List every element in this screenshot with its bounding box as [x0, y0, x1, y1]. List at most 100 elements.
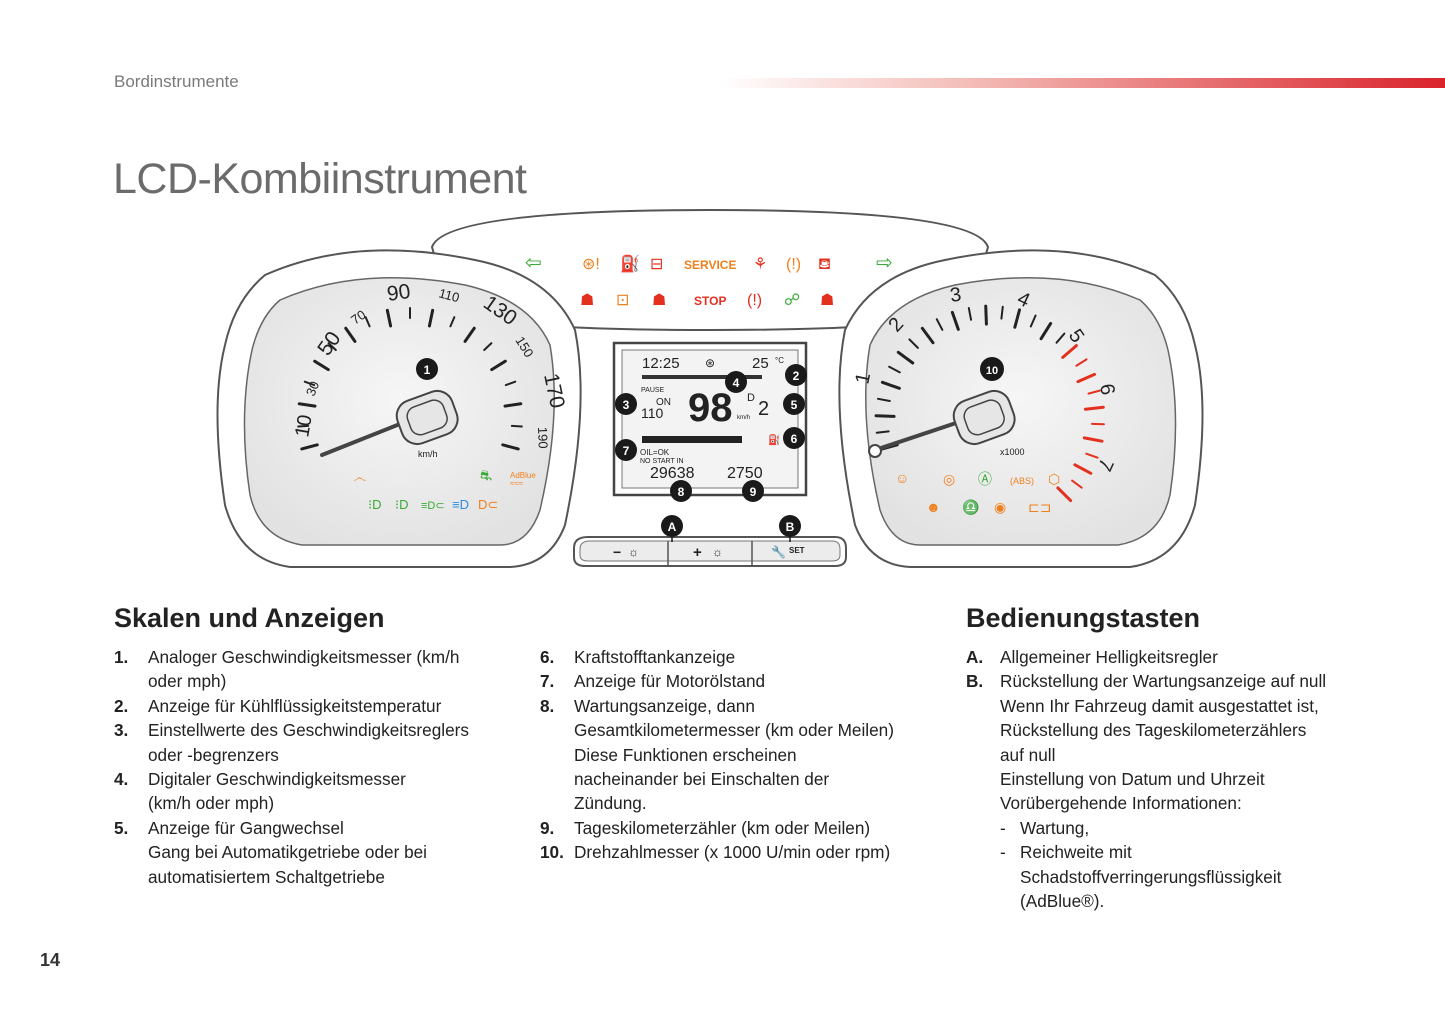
page-number: 14 [40, 950, 61, 970]
speedometer-ticks [297, 307, 523, 451]
brightness-up-sun-icon: ☼ [712, 545, 723, 559]
list-item-line: (km/h oder mph) [148, 793, 275, 814]
auto-stop-icon: Ⓐ [978, 471, 992, 487]
callout-1: 1 [416, 358, 438, 380]
list-item-line: nacheinander bei Einschalten der [574, 769, 830, 790]
section-label: Bordinstrumente [114, 72, 239, 91]
skalen-heading: Skalen und Anzeigen [114, 603, 385, 633]
svg-text:1: 1 [424, 363, 431, 377]
abs-icon: (ABS) [1010, 476, 1034, 486]
svg-text:8: 8 [678, 485, 685, 499]
dial-tick [1076, 372, 1096, 384]
dial-tick [1073, 463, 1093, 475]
speed-label-10: 10 [291, 413, 317, 439]
lcd-outside-temp: 25 [752, 355, 769, 372]
svg-text:3: 3 [623, 398, 630, 412]
dial-tick [385, 308, 393, 328]
warning-lights-row-1: ⇦ ⊛! ⛽ ⊟ SERVICE ⚘ (!) ⛾ ⇨ [525, 252, 893, 274]
speedometer-needle [320, 418, 412, 457]
rear-fog-icon: ⁝D [368, 497, 382, 512]
lcd-fuel-icon: ⛽ [768, 433, 780, 446]
list-item-number: 7. [540, 671, 555, 692]
list-item-line: Allgemeiner Helligkeitsregler [1000, 647, 1218, 667]
svg-text:A: A [668, 520, 677, 534]
svg-text:B: B [786, 520, 795, 534]
lcd-trip: 2750 [727, 465, 763, 482]
door-open-icon: ⊡ [616, 292, 629, 309]
dial-tick [297, 424, 310, 428]
callout-markers: 1 2 3 4 5 6 7 8 9 10 A B [416, 357, 1004, 537]
dial-tick [1013, 308, 1022, 329]
lcd-speed: 98 [688, 386, 733, 430]
glow-plug-icon: ෴ [353, 469, 366, 485]
dial-tick [364, 316, 371, 328]
dial-tick [501, 443, 520, 451]
service-icon: SERVICE [684, 258, 736, 272]
sub-item-line: Reichweite mit [1020, 842, 1132, 863]
svg-text:≈≈≈: ≈≈≈ [510, 479, 524, 488]
glow-icon: ⊏⊐ [1028, 499, 1051, 515]
list-item-line: Zündung. [574, 793, 647, 814]
lcd-oil-status: OIL=OK [640, 448, 670, 457]
svg-text:9: 9 [750, 485, 757, 499]
lcd-pause: PAUSE [641, 387, 665, 394]
high-beam-icon: ≡D [452, 497, 469, 512]
list-item: A.Allgemeiner Helligkeitsregler [966, 645, 1406, 669]
list-item-line: Diese Funktionen erscheinen [574, 744, 797, 765]
list-item-line: Einstellung von Datum und Uhrzeit [1000, 769, 1265, 790]
dial-tick [1083, 405, 1105, 411]
list-item-line: Gang bei Automatikgetriebe oder bei [148, 842, 428, 863]
rpm-label-1: 1 [851, 371, 875, 386]
dial-tick [984, 304, 988, 326]
svg-text:5: 5 [791, 398, 798, 412]
tyre-pressure-icon: (!) [786, 256, 801, 273]
list-item-line: Kraftstofftankanzeige [574, 647, 736, 667]
engine-icon: ⬡ [1048, 471, 1060, 487]
callout-b: B [779, 515, 801, 537]
dial-tick [935, 318, 944, 331]
list-item-line: Analoger Geschwindigkeitsmesser (km/h [148, 647, 460, 667]
callout-9: 9 [742, 480, 764, 502]
bedienung-heading: Bedienungstasten [966, 603, 1201, 633]
list-item-line: Anzeige für Motorölstand [574, 671, 766, 692]
list-item-line: Drehzahlmesser (x 1000 U/min oder rpm) [574, 842, 891, 863]
brightness-up-button[interactable]: + [693, 544, 702, 561]
set-button[interactable]: SET [789, 546, 805, 555]
callout-2: 2 [785, 364, 807, 386]
dial-tick [967, 306, 973, 321]
callout-6: 6 [783, 427, 805, 449]
list-item: 6.Kraftstofftankanzeige [540, 645, 940, 669]
dial-tick [875, 430, 890, 434]
dial-tick [313, 359, 330, 372]
list-item-line: Rückstellung des Tageskilometerzählers [1000, 720, 1307, 741]
sub-item: -Wartung, [1000, 816, 1406, 840]
tachometer-dial [865, 276, 1177, 546]
list-item-number: 1. [114, 647, 129, 667]
dial-tick [1000, 305, 1004, 320]
dial-tick [300, 443, 319, 451]
dial-tick [888, 365, 901, 374]
dial-tick [1039, 321, 1053, 341]
list-item: 4.Digitaler Geschwindigkeitsmesser(km/h … [114, 767, 514, 816]
passenger-belt-icon: ☍ [784, 292, 800, 309]
dial-tick [490, 359, 507, 372]
list-item: B.Rückstellung der Wartungsanzeige auf n… [966, 669, 1406, 913]
dial-tick [880, 380, 901, 390]
svg-text:4: 4 [733, 376, 740, 390]
dial-tick [1082, 436, 1104, 443]
list-item-line: Anzeige für Gangwechsel [148, 817, 344, 838]
rpm-label-3: 3 [949, 284, 963, 307]
lcd-limiter-on: ON [656, 397, 671, 408]
dial-tick [344, 326, 357, 343]
brightness-down-button[interactable]: − [613, 544, 621, 560]
dial-tick [503, 402, 523, 408]
dial-tick [1056, 486, 1073, 503]
callout-3: 3 [615, 393, 637, 415]
list-item-line: auf null [1000, 744, 1056, 765]
wrench-icon: 🔧 [771, 544, 786, 559]
steering-warning-icon: ⊛! [582, 256, 600, 273]
sub-item-line: (AdBlue®). [1020, 891, 1105, 912]
